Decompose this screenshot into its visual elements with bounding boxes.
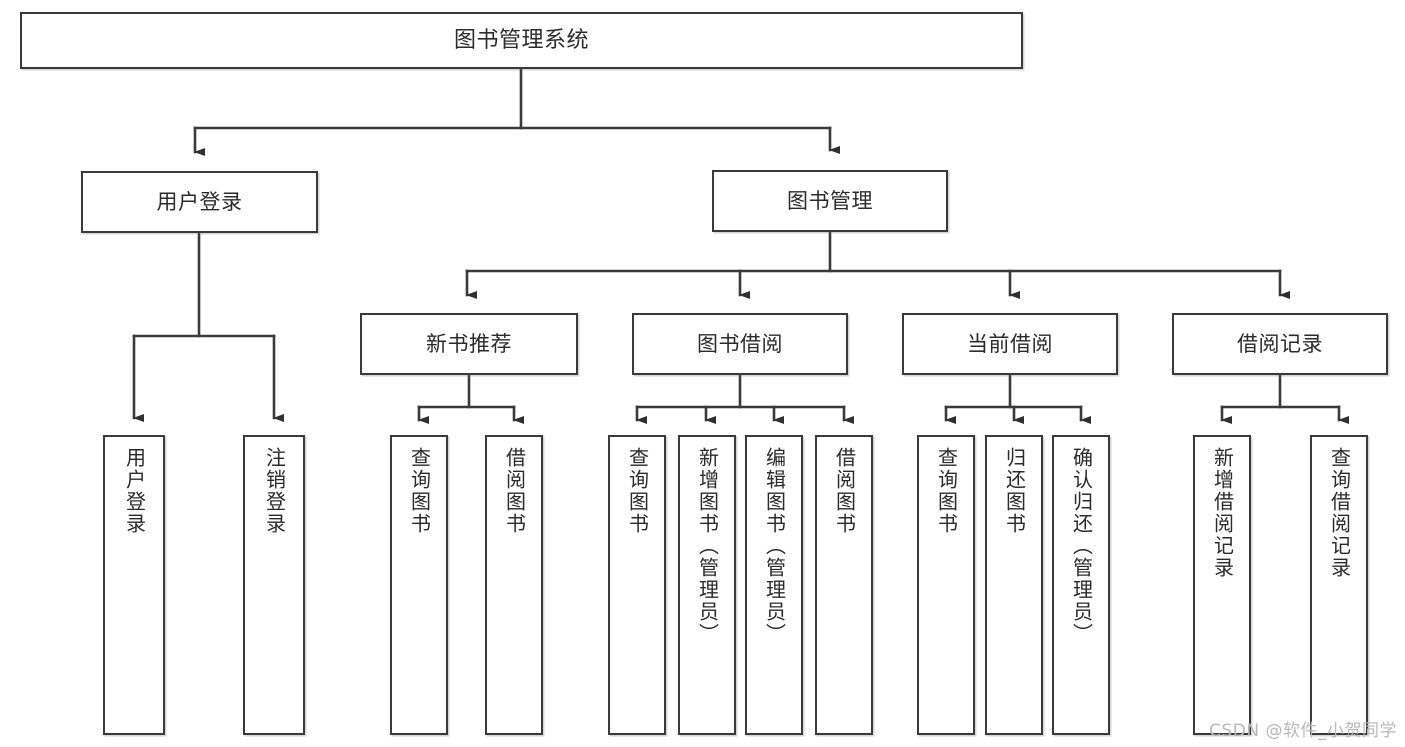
node-leaf-query-book-borrow[interactable]: 查询图书 xyxy=(608,435,666,735)
node-new-book-recommend[interactable]: 新书推荐 xyxy=(360,313,578,375)
node-leaf-edit-book-admin[interactable]: 编辑图书（管理员） xyxy=(745,435,803,735)
node-leaf-logout[interactable]: 注销登录 xyxy=(243,435,305,735)
node-label: 借阅图书 xyxy=(502,447,527,535)
node-label: 新增图书（管理员） xyxy=(695,447,720,645)
node-label: 借阅记录 xyxy=(1237,331,1323,356)
node-leaf-user-login[interactable]: 用户登录 xyxy=(103,435,165,735)
node-leaf-borrow-book[interactable]: 借阅图书 xyxy=(815,435,873,735)
node-label: 编辑图书（管理员） xyxy=(762,447,787,645)
node-label: 图书管理系统 xyxy=(453,27,589,53)
node-label: 归还图书 xyxy=(1002,447,1027,535)
node-leaf-confirm-return-admin[interactable]: 确认归还（管理员） xyxy=(1052,435,1110,735)
node-root-book-management-system[interactable]: 图书管理系统 xyxy=(20,12,1023,69)
node-user-login[interactable]: 用户登录 xyxy=(81,171,318,233)
node-label: 确认归还（管理员） xyxy=(1069,447,1094,645)
node-label: 图书借阅 xyxy=(697,331,783,356)
node-label: 查询借阅记录 xyxy=(1327,447,1352,579)
node-borrow-record[interactable]: 借阅记录 xyxy=(1172,313,1388,375)
node-book-borrow[interactable]: 图书借阅 xyxy=(632,313,848,375)
node-leaf-add-borrow-record[interactable]: 新增借阅记录 xyxy=(1193,435,1251,735)
node-label: 图书管理 xyxy=(787,188,873,213)
node-leaf-query-book-current[interactable]: 查询图书 xyxy=(917,435,975,735)
node-label: 注销登录 xyxy=(262,447,287,535)
node-leaf-return-book[interactable]: 归还图书 xyxy=(985,435,1043,735)
node-leaf-query-borrow-record[interactable]: 查询借阅记录 xyxy=(1310,435,1368,735)
csdn-watermark: CSDN @软件_小贺同学 xyxy=(1209,721,1397,741)
node-label: 查询图书 xyxy=(625,447,650,535)
node-label: 查询图书 xyxy=(934,447,959,535)
node-leaf-borrow-book-recommend[interactable]: 借阅图书 xyxy=(485,435,543,735)
node-leaf-query-book-recommend[interactable]: 查询图书 xyxy=(390,435,448,735)
node-book-management[interactable]: 图书管理 xyxy=(712,170,948,232)
node-label: 当前借阅 xyxy=(967,331,1053,356)
node-leaf-add-book-admin[interactable]: 新增图书（管理员） xyxy=(678,435,736,735)
node-label: 查询图书 xyxy=(407,447,432,535)
node-label: 用户登录 xyxy=(122,447,147,535)
node-label: 借阅图书 xyxy=(832,447,857,535)
node-current-borrow[interactable]: 当前借阅 xyxy=(902,313,1118,375)
node-label: 用户登录 xyxy=(156,189,243,214)
node-label: 新增借阅记录 xyxy=(1210,447,1235,579)
node-label: 新书推荐 xyxy=(426,331,512,356)
